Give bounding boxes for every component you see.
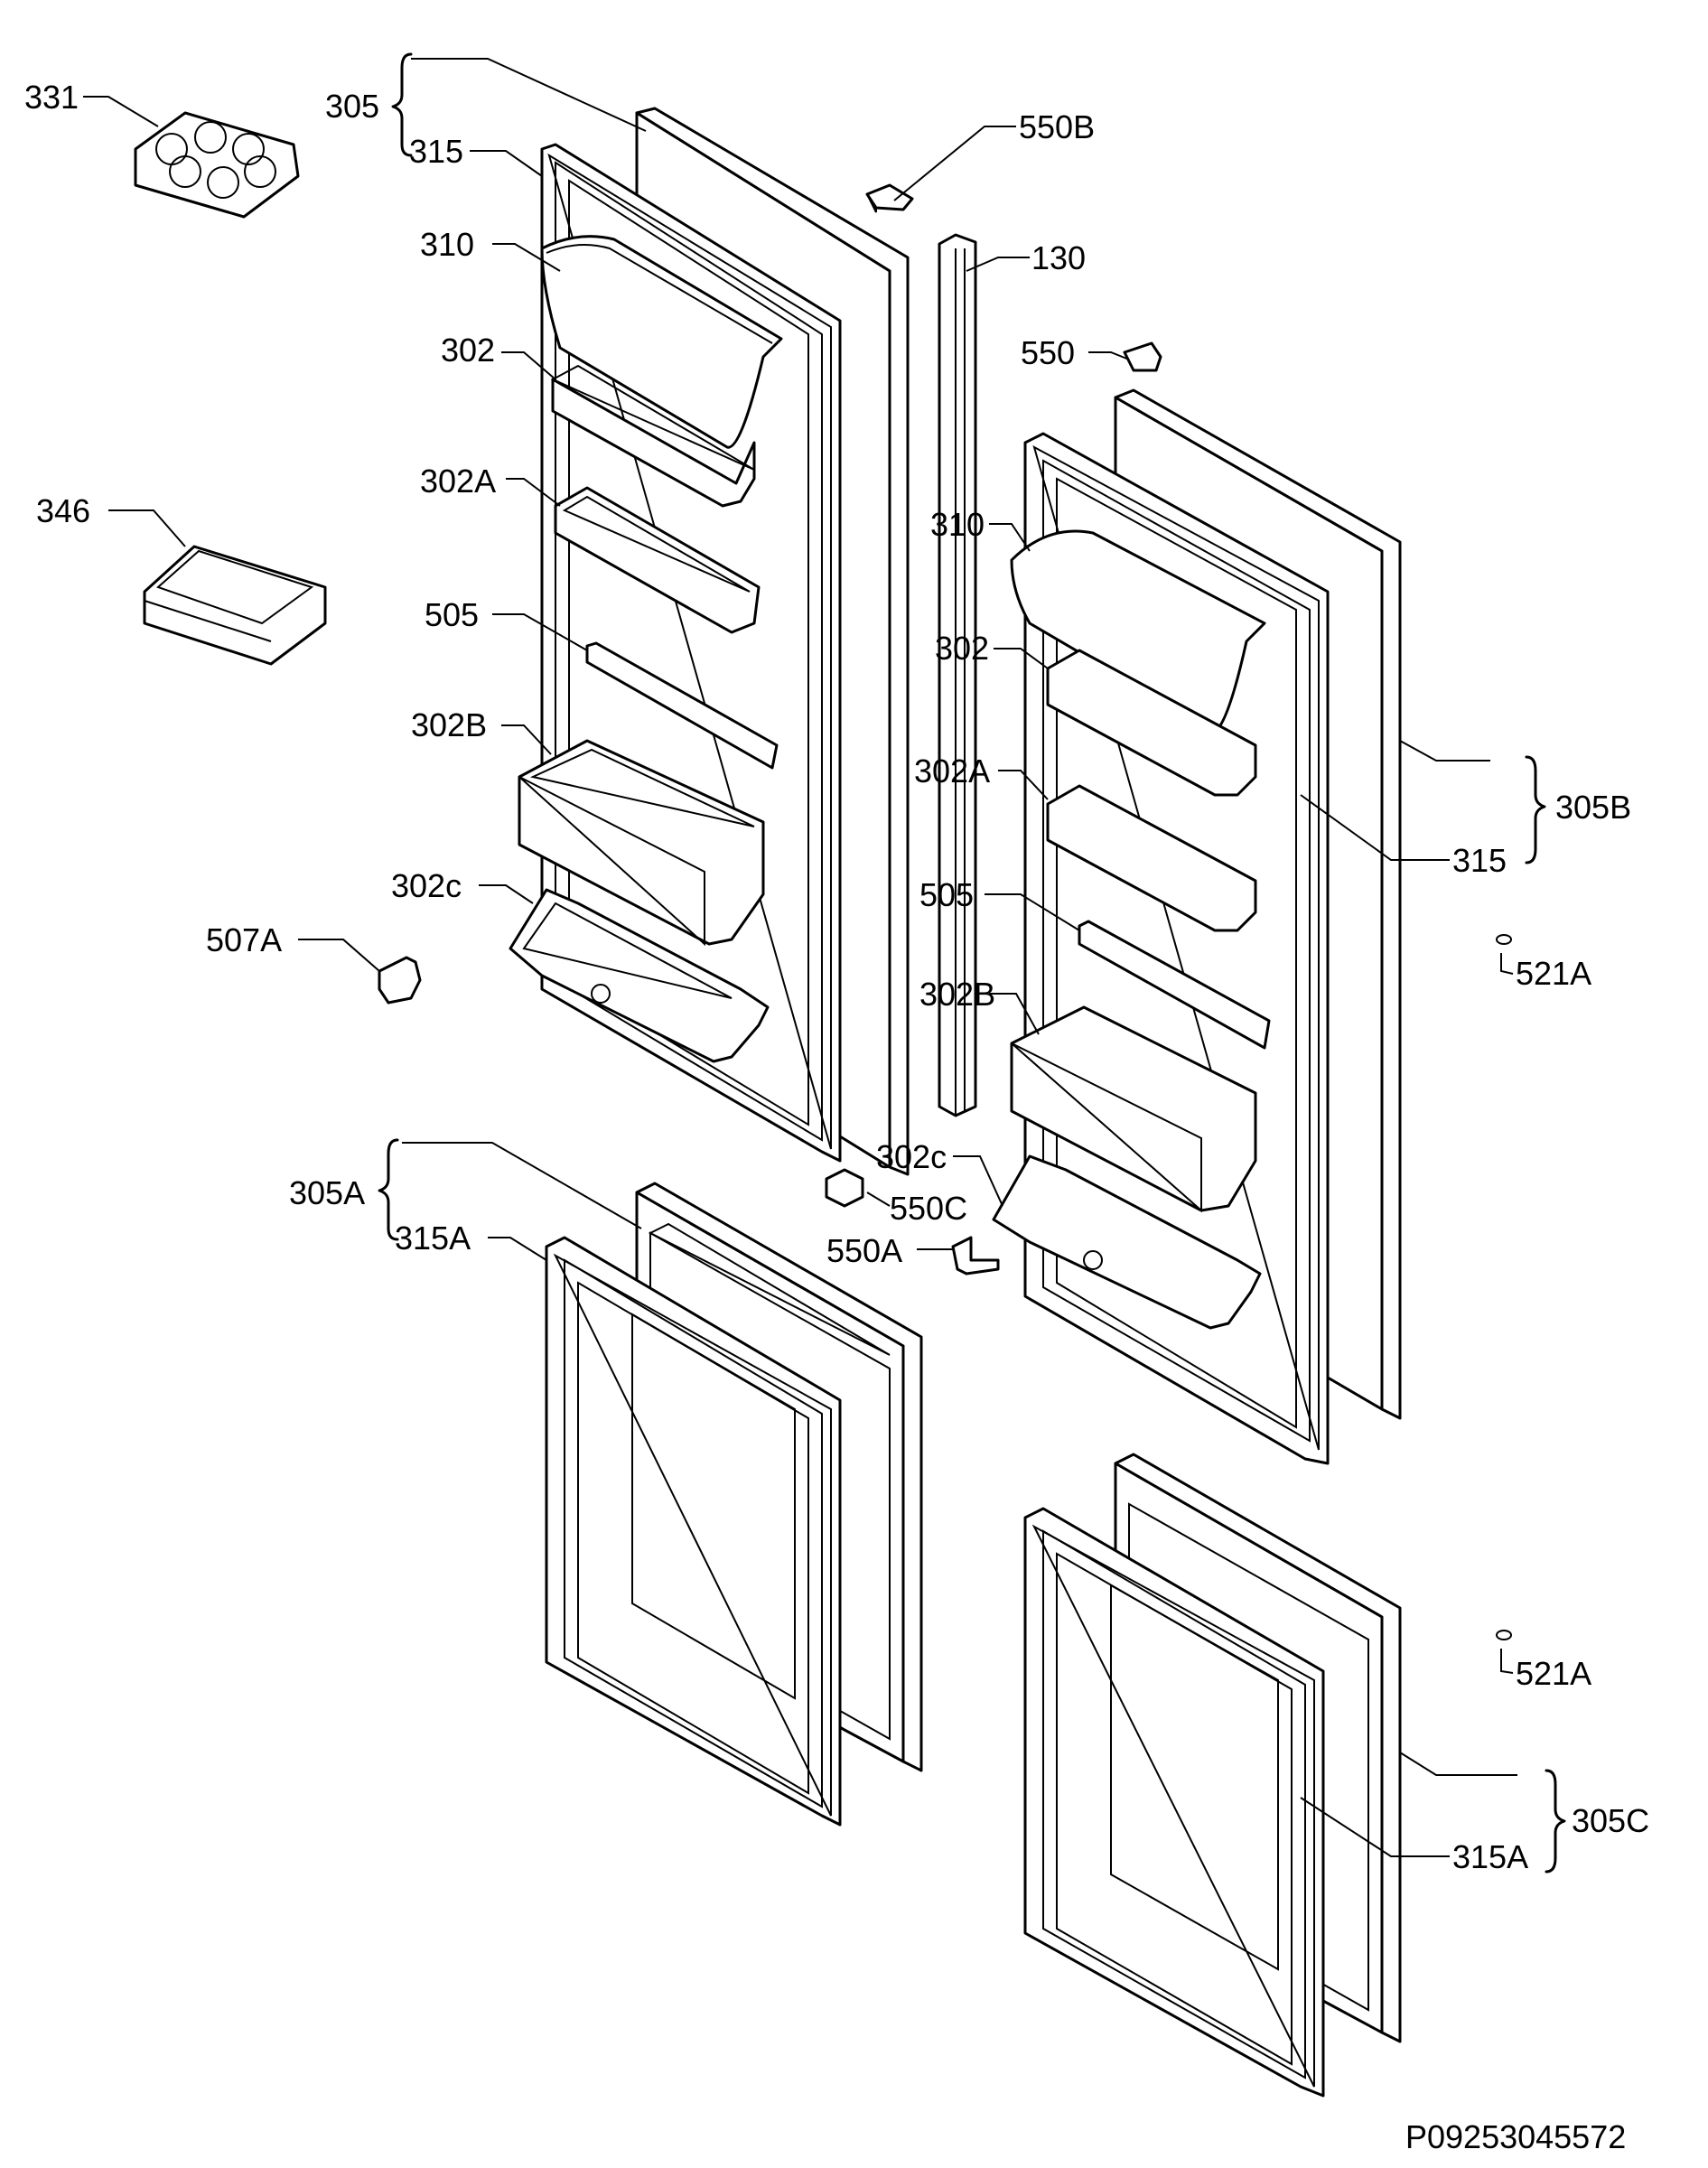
part-507A <box>378 956 422 1005</box>
label-305A: 305A <box>289 1174 365 1211</box>
label-302-left: 302 <box>441 332 495 369</box>
right-shelf-302A <box>1046 784 1257 932</box>
egg-tray-331 <box>134 111 300 219</box>
label-331: 331 <box>24 79 79 116</box>
label-346: 346 <box>36 492 90 529</box>
left-shelf-302 <box>550 364 756 508</box>
mullion-130 <box>938 233 977 1117</box>
label-302A-left: 302A <box>420 463 496 500</box>
label-521A-bottom: 521A <box>1516 1655 1591 1692</box>
label-305: 305 <box>325 88 379 125</box>
label-315: 315 <box>409 133 463 170</box>
label-130: 130 <box>1031 239 1086 276</box>
label-315A-left: 315A <box>395 1220 471 1257</box>
braces <box>378 52 1566 1874</box>
label-550: 550 <box>1021 334 1075 371</box>
label-550A: 550A <box>826 1232 902 1269</box>
label-305B: 305B <box>1555 789 1631 826</box>
screw-521A-bottom <box>1496 1630 1514 1674</box>
label-310-left: 310 <box>420 226 474 263</box>
left-bin-302B <box>518 739 765 947</box>
left-lower-door-assembly <box>545 1182 923 1827</box>
drawing-code: P09253045572 <box>1405 2118 1626 2155</box>
left-shelf-302A <box>554 486 761 634</box>
label-302c-left: 302c <box>391 867 462 904</box>
part-550B <box>865 183 914 213</box>
label-521A-top: 521A <box>1516 955 1591 992</box>
right-shelf-310 <box>1010 529 1266 734</box>
label-505-left: 505 <box>425 596 479 633</box>
part-550C <box>825 1168 864 1208</box>
label-302B-left: 302B <box>411 706 487 743</box>
label-315A-right: 315A <box>1452 1838 1528 1875</box>
butter-dish-346 <box>143 545 327 666</box>
label-302B-right: 302B <box>919 976 995 1013</box>
label-550C: 550C <box>890 1190 967 1227</box>
part-550A <box>951 1236 1000 1276</box>
label-302A-right: 302A <box>914 752 990 790</box>
part-550 <box>1123 341 1162 372</box>
label-302-right: 302 <box>935 630 989 667</box>
label-310-right: 310 <box>930 506 985 543</box>
left-rail-505 <box>585 641 779 770</box>
left-upper-door-assembly <box>509 107 910 1176</box>
screw-521A-top <box>1496 934 1514 975</box>
right-lower-door-assembly <box>1023 1453 1402 2098</box>
label-305C: 305C <box>1572 1802 1649 1839</box>
left-shelf-310 <box>540 235 783 449</box>
right-shelf-302 <box>1046 649 1257 797</box>
right-bin-302B <box>1010 1005 1257 1213</box>
left-bin-302c <box>509 888 770 1063</box>
label-315-right: 315 <box>1452 842 1507 879</box>
right-rail-505 <box>1078 920 1271 1050</box>
label-505-right: 505 <box>919 876 974 913</box>
label-507A: 507A <box>206 921 282 958</box>
center-pieces <box>378 183 1162 1276</box>
part-labels: 331 305 315 310 302 302A 346 505 302B 30… <box>24 79 1649 2155</box>
leader-lines <box>83 58 1517 1857</box>
label-550B: 550B <box>1019 108 1095 145</box>
right-upper-door-assembly <box>992 388 1402 1465</box>
label-302c-center: 302c <box>876 1138 947 1175</box>
right-bin-302c <box>992 1154 1262 1330</box>
